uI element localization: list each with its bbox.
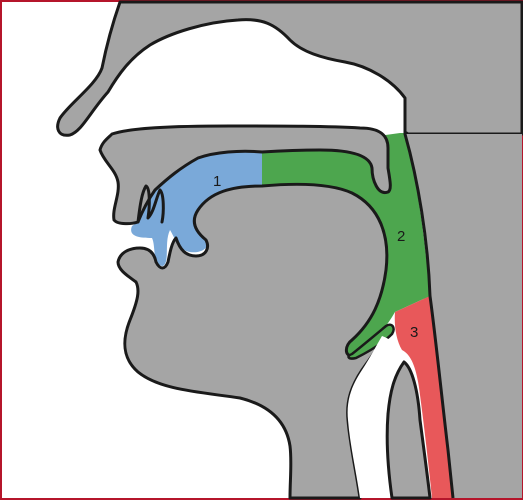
- skull-shape: [58, 2, 522, 135]
- region-3-label: 3: [410, 324, 418, 341]
- region-1-label: 1: [213, 173, 221, 190]
- region-2-label: 2: [397, 228, 405, 245]
